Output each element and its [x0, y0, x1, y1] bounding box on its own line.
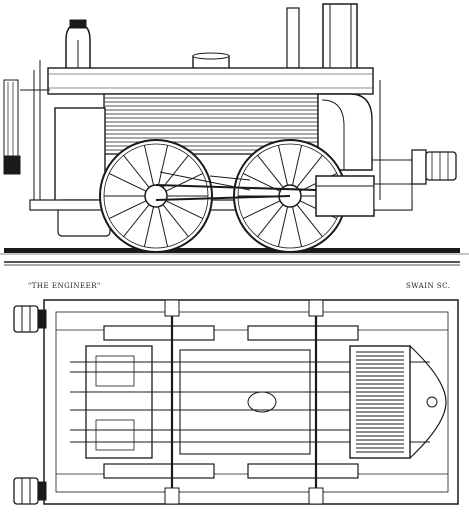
steam-dome — [65, 19, 91, 71]
cylinder — [315, 175, 413, 217]
boiler-top-band — [47, 67, 374, 95]
firebox-plan — [85, 345, 153, 459]
wheel-plan — [103, 325, 359, 479]
buffer-right — [411, 149, 457, 185]
track — [0, 248, 469, 266]
tube-plate — [349, 345, 411, 459]
buffer-bottom-left — [13, 477, 47, 505]
side-elevation — [0, 3, 469, 266]
exhaust-pipe — [286, 7, 300, 69]
publication-credit: "THE ENGINEER" — [28, 282, 101, 290]
leading-wheel — [99, 139, 213, 253]
firebox — [54, 107, 111, 237]
chimney — [322, 3, 358, 71]
plan-view — [13, 299, 459, 505]
smokebox — [317, 93, 373, 171]
axles — [170, 300, 318, 504]
footplate — [3, 60, 50, 210]
buffer-top-left — [13, 305, 47, 333]
engraver-credit: SWAIN SC. — [406, 282, 451, 290]
smokebox-plan — [409, 345, 447, 459]
